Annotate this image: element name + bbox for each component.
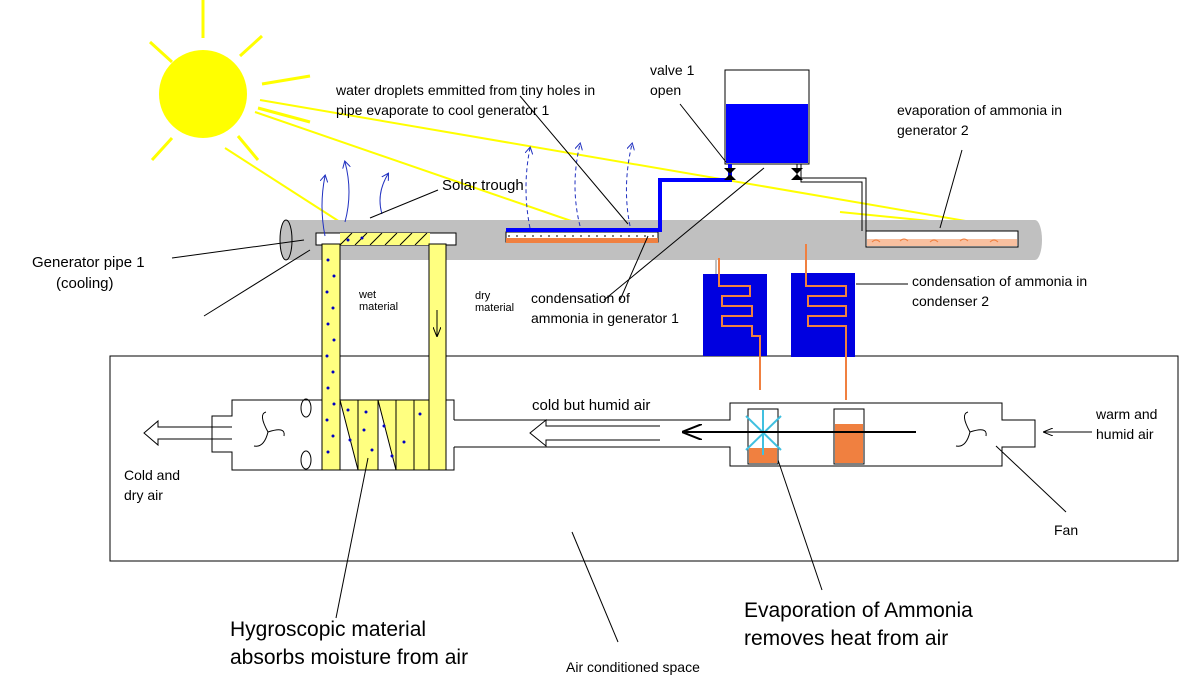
- valve-1-icon: [724, 168, 736, 180]
- dry-material-column: [428, 243, 447, 471]
- valve-2-icon: [791, 168, 803, 180]
- humid-air-arrow: [529, 418, 660, 448]
- label-generator-pipe1-1: Generator pipe 1: [32, 254, 145, 271]
- label-water-droplets-1: water droplets emmitted from tiny holes …: [335, 82, 595, 98]
- label-valve1-2: open: [650, 82, 681, 98]
- generator-pipe-1-section: [315, 232, 457, 246]
- label-cond-gen1-2: ammonia in generator 1: [531, 310, 679, 326]
- label-solar-trough: Solar trough: [442, 177, 524, 194]
- label-hygroscopic-2: absorbs moisture from air: [230, 646, 468, 669]
- generator-2: [865, 230, 1019, 248]
- label-generator-pipe1-2: (cooling): [56, 275, 114, 292]
- condenser-2: [791, 244, 855, 400]
- generator-1: [505, 228, 659, 243]
- label-cold-dry-air-2: dry air: [124, 487, 163, 503]
- label-warm-humid-air-2: humid air: [1096, 426, 1154, 442]
- fan-left-icon: [253, 411, 285, 447]
- label-cond-cond2-2: condenser 2: [912, 293, 989, 309]
- label-valve1-1: valve 1: [650, 62, 695, 78]
- right-duct: [454, 402, 1036, 467]
- air-conditioned-space: [109, 355, 1179, 562]
- label-evap-gen2-2: generator 2: [897, 122, 969, 138]
- label-air-space: Air conditioned space: [566, 659, 700, 675]
- label-water-droplets-2: pipe evaporate to cool generator 1: [336, 102, 549, 118]
- label-cond-cond2-1: condensation of ammonia in: [912, 273, 1087, 289]
- evaporator-vial-1: [740, 408, 786, 465]
- label-warm-humid-air-1: warm and: [1095, 406, 1157, 422]
- evaporator-vial-2: [833, 408, 865, 465]
- label-cold-humid-air: cold but humid air: [532, 397, 650, 414]
- label-dry-material-1: dry: [475, 290, 491, 302]
- left-small-fans: [300, 398, 312, 470]
- cold-air-outlet-arrow: [143, 419, 232, 447]
- label-evap-gen2-1: evaporation of ammonia in: [897, 102, 1062, 118]
- label-wet-material-1: wet: [358, 289, 376, 301]
- label-hygroscopic-1: Hygroscopic material: [230, 618, 426, 641]
- pointer-lines: [171, 95, 1067, 643]
- label-cond-gen1-1: condensation of: [531, 290, 630, 306]
- label-fan: Fan: [1054, 522, 1078, 538]
- evaporation-arrows: [322, 162, 388, 237]
- water-tank: [724, 69, 810, 165]
- water-droplet-arrows: [526, 144, 632, 229]
- fan-right-icon: [955, 411, 987, 447]
- label-evap-ammonia-2: removes heat from air: [744, 627, 948, 650]
- label-wet-material-2: material: [359, 301, 398, 313]
- label-cold-dry-air-1: Cold and: [124, 467, 180, 483]
- label-dry-material-2: material: [475, 302, 514, 314]
- hygroscopic-coils: [339, 399, 430, 471]
- wet-material-column: [321, 236, 364, 471]
- label-evap-ammonia-1: Evaporation of Ammonia: [744, 599, 973, 622]
